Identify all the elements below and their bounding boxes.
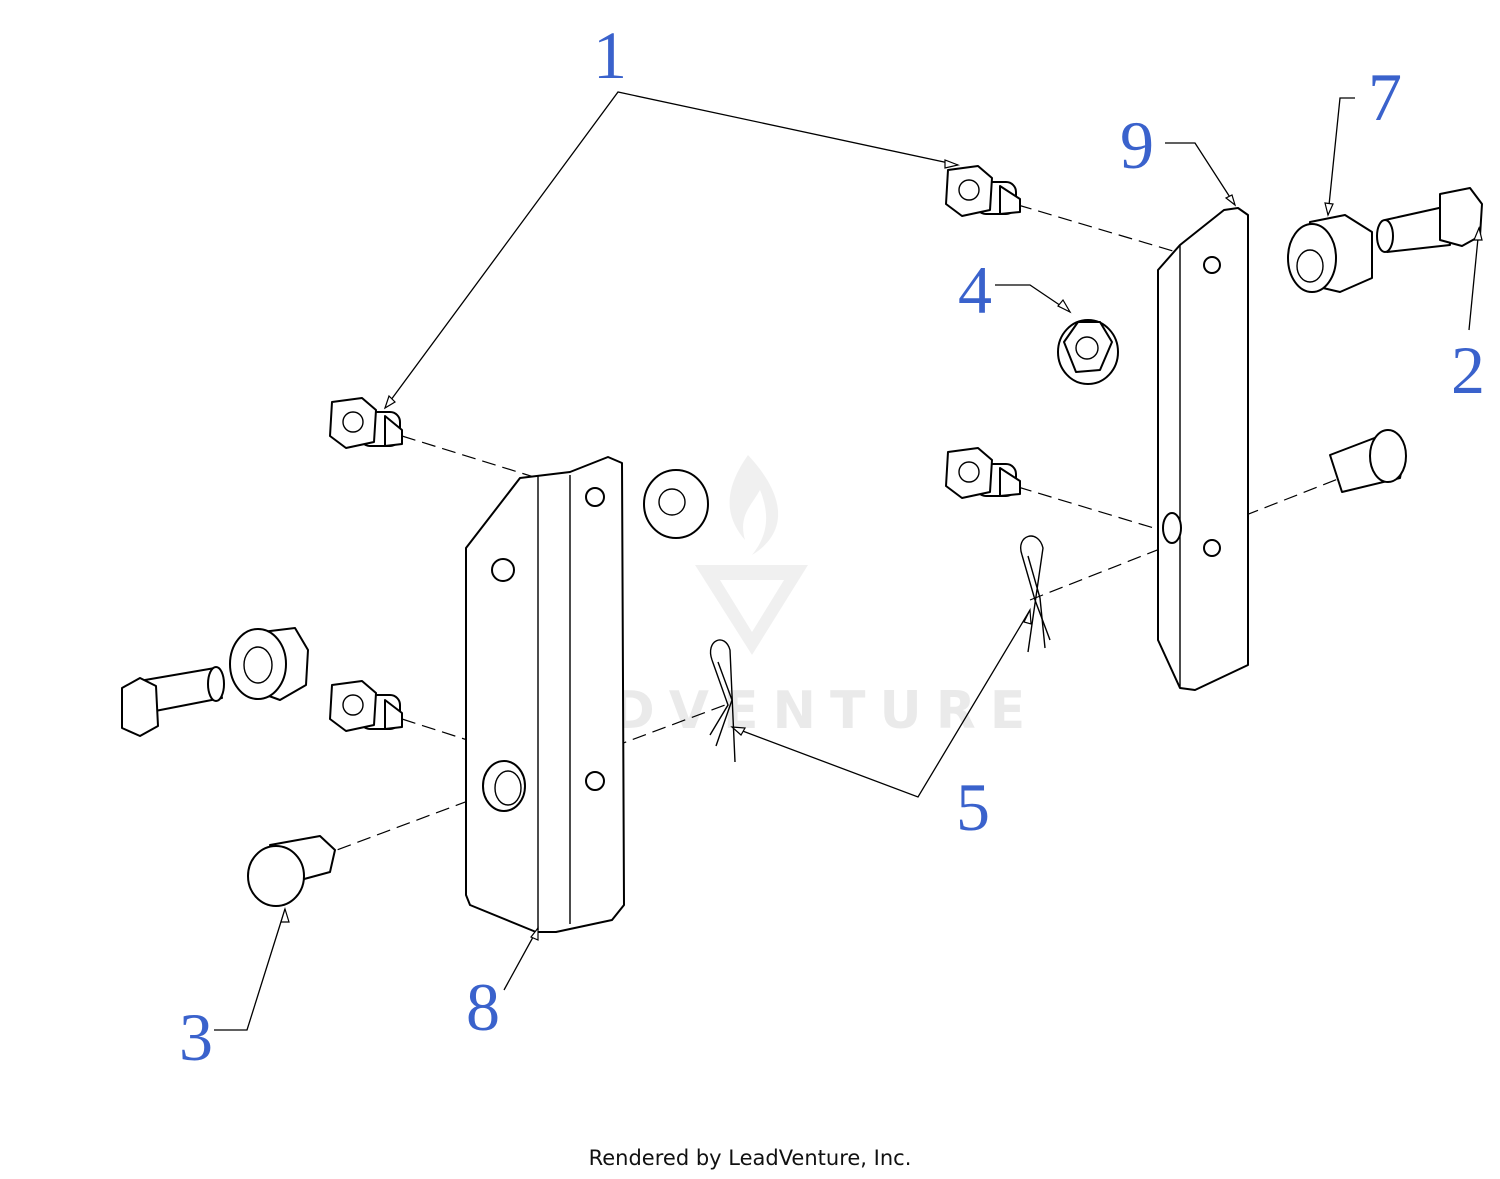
bushing-part-7 <box>1287 214 1373 293</box>
callout-5: 5 <box>956 769 990 845</box>
flange-bolt-upper-left <box>329 397 403 449</box>
hex-bolt-part-2 <box>1376 187 1483 253</box>
callout-7: 7 <box>1368 59 1402 135</box>
hex-bolt-left <box>121 666 225 737</box>
callout-1: 1 <box>593 17 627 93</box>
leader-lines <box>214 91 1480 1031</box>
hairpin-cotter-right <box>1020 535 1051 653</box>
callout-4: 4 <box>958 252 992 328</box>
left-bracket-part-8 <box>465 456 625 933</box>
clevis-pin-right <box>1329 429 1407 493</box>
callout-8: 8 <box>466 969 500 1045</box>
footer-credit: Rendered by LeadVenture, Inc. <box>588 1146 912 1170</box>
flange-bolt-lower-right <box>945 447 1021 499</box>
flange-nut-left <box>643 469 709 539</box>
hairpin-cotter-left <box>709 639 736 763</box>
flange-bolt-upper-right <box>945 165 1021 217</box>
right-bracket-part-9 <box>1157 207 1249 691</box>
callout-3: 3 <box>179 999 213 1075</box>
clevis-pin-part-3 <box>247 835 336 907</box>
leadventure-flame-logo-icon <box>695 455 808 655</box>
callout-9: 9 <box>1120 107 1154 183</box>
leader-arrowheads <box>280 159 1483 941</box>
flange-nut-part-4 <box>1057 319 1119 385</box>
callout-2: 2 <box>1451 332 1485 408</box>
flange-bolt-lower-left <box>329 680 403 732</box>
bushing-left <box>229 627 309 701</box>
